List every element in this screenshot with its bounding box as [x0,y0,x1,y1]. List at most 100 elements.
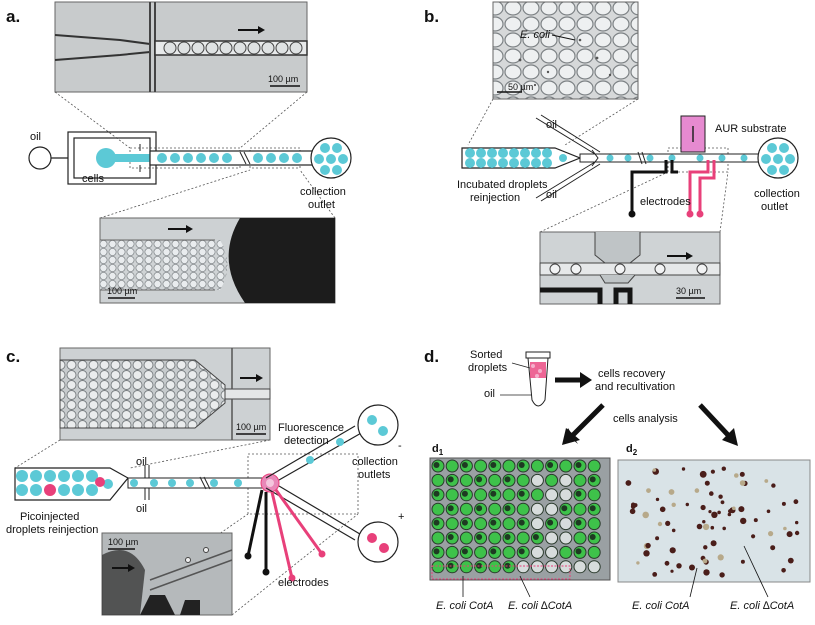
panel-d-recovery-label-2: and recultivation [595,381,675,393]
panel-d-label: d. [424,347,439,366]
colony [781,568,786,573]
colony [694,488,700,493]
colony [685,502,689,507]
colony [738,506,745,513]
plate-well [516,502,530,516]
well-shadow [447,534,454,540]
plate-well [530,488,544,502]
plate-well [559,545,573,559]
panel-a-top-scalebar: 100 µm [268,74,298,84]
colony [721,466,726,471]
plate-well [516,473,530,487]
colony [764,479,769,483]
colony [717,554,724,561]
panel-a-top-micrograph: 100 µm [54,1,308,93]
panel-c-electrodes-label: electrodes [278,577,329,589]
panel-b-top-micrograph: E. coli 50 µm [492,1,639,100]
colony [631,502,636,507]
colony [659,506,666,513]
panel-b: b. E. coli 50 µm [424,1,800,305]
colony [718,494,723,499]
panel-c: c. 100 µm [6,347,404,616]
plate-well [474,488,488,502]
well-shadow [433,519,440,526]
panel-b-oil-top-label: oil [546,119,557,131]
panel-d2-right-caption: E. coli ∆CotA [730,600,794,612]
colony [696,523,703,530]
colony [766,509,771,514]
panel-c-plus-label: + [398,511,404,523]
colony [781,501,786,506]
colony [709,491,714,496]
colony [739,480,746,486]
plate-well [445,517,459,531]
panel-c-bottom-scalebar: 100 µm [108,537,138,547]
plate-well [587,517,601,531]
panel-d-recovery-label-1: cells recovery [598,368,666,380]
well-shadow [461,490,468,497]
colony [794,530,800,536]
colony [671,502,676,507]
plate-well [488,473,502,487]
plate-well [530,517,544,531]
colony [700,504,706,511]
panel-b-electrodes-label: electrodes [640,196,691,208]
well-shadow [476,476,483,483]
panel-d-sorted-label-1: Sorted [470,349,502,361]
colony [643,550,650,557]
panel-d-oil-label: oil [484,388,495,400]
well-shadow [518,462,525,468]
colony [786,531,793,538]
panel-b-bottom-scalebar: 30 µm [676,286,701,296]
well-shadow [433,490,440,497]
plate-well [545,545,559,559]
panel-d2-left-caption: E. coli CotA [632,600,689,612]
plate-well [488,560,502,574]
colony [657,521,663,527]
well-shadow [433,548,440,555]
well-shadow [447,476,454,483]
oil-inlet [28,146,52,170]
colony [652,468,657,472]
plate-well [459,473,473,487]
panel-c-collection-label-1: collection [352,456,398,468]
well-shadow [547,462,554,468]
panel-d1-well-plate [429,457,611,581]
plate-well [488,502,502,516]
plate-well [573,531,587,545]
plate-well [559,531,573,545]
plate-well [530,459,544,473]
well-shadow [490,548,497,555]
arrow-down-right-icon [698,403,730,437]
well-shadow [504,505,511,512]
colony [770,545,776,551]
panel-c-chip-schematic: oil oil Fluorescence detection collectio… [6,404,404,589]
panel-a-collection-label-2: outlet [308,199,335,211]
colony [676,563,682,569]
well-shadow [589,476,596,483]
colony [739,471,745,477]
panel-b-aur-label: AUR substrate [715,123,787,135]
plate-well [530,560,544,574]
panel-c-oil-top-label: oil [136,456,147,468]
plate-well [516,560,530,574]
colony [710,525,715,530]
panel-c-pico-label-1: Picoinjected [20,511,79,523]
panel-a-oil-label: oil [30,131,41,143]
colony [710,469,716,474]
panel-d1-left-caption: E. coli CotA [436,600,493,612]
panel-a-bottom-scalebar: 100 µm [107,286,137,296]
plate-well [545,488,559,502]
plate-well [545,502,559,516]
well-shadow [504,476,511,483]
panel-b-chip-schematic: oil oil AUR substrate Incubated droplets… [457,114,800,218]
well-shadow [575,490,582,497]
panel-d1-label: d1 [432,443,444,457]
plate-well [474,545,488,559]
collection-outlet-minus [357,404,399,446]
panel-c-collection-label-2: outlets [358,469,391,481]
colony [740,559,745,564]
plate-well [559,459,573,473]
colony [642,511,649,519]
plate-well [431,502,445,516]
